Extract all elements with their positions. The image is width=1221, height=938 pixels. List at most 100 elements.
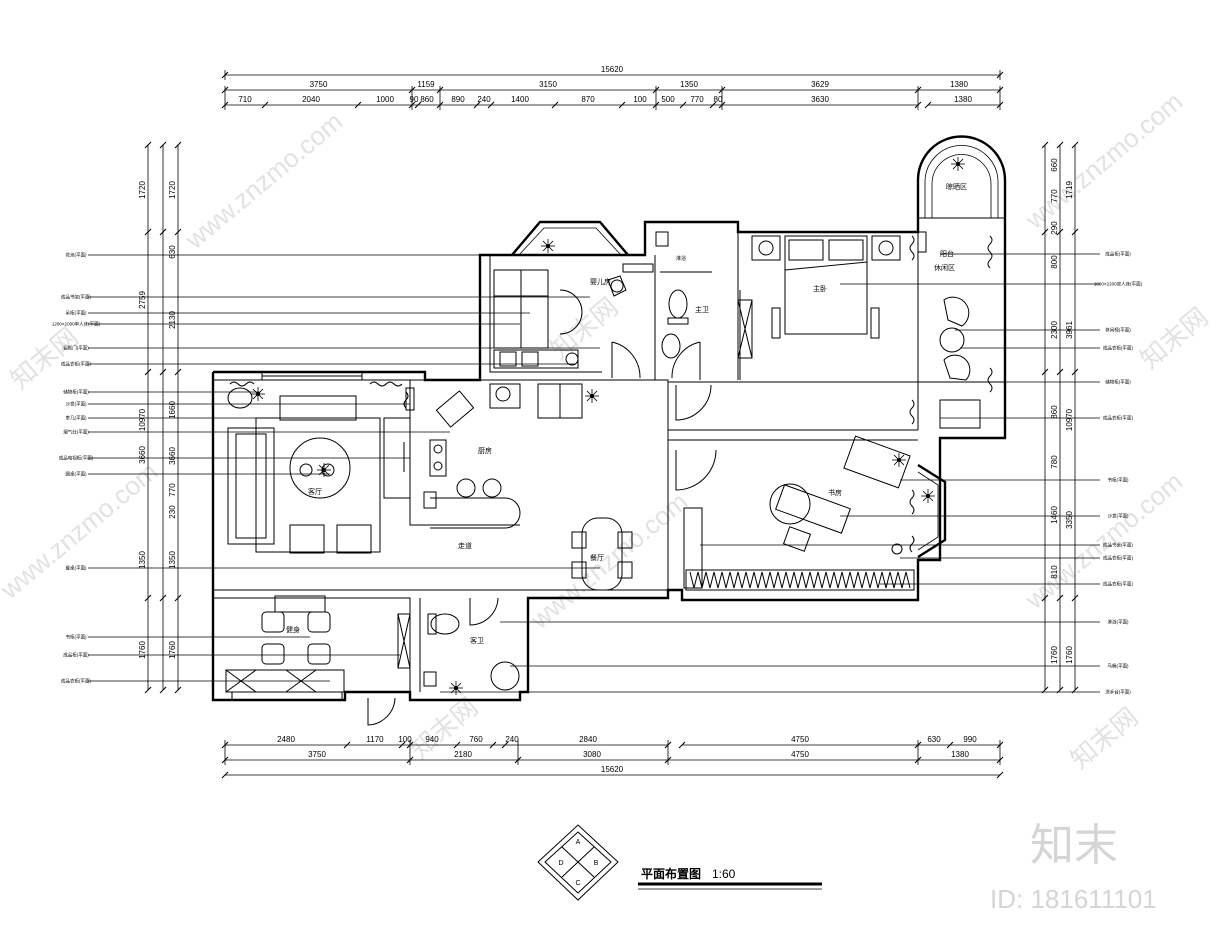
dim-bottom-row2: 2180 [454,750,472,759]
dim-top-row2: 1380 [954,95,972,104]
compass-symbol: A B C D [537,824,619,901]
left-callout-label: 成品柜(平面) [63,652,89,659]
dim-right-outer: 10970 [1065,408,1074,431]
left-callout-label: 花池(平面) [66,252,87,259]
left-callout-label: 1200×2000单人床(平面) [52,321,101,328]
dim-top-row1: 3629 [811,80,829,89]
dim-top-row2: 710 [238,95,252,104]
guest-bath-furniture [397,613,520,691]
master-bedroom-furniture [737,235,901,359]
drawing-title: 平面布置图 1:60 [638,866,822,890]
plant-icon [951,157,965,171]
door-arc [675,384,712,421]
balcony-arch [916,135,1007,219]
room-label-living: 客厅 [308,487,322,496]
dim-right-inner: 1460 [1050,506,1059,524]
partition [409,380,520,526]
watermark-text: www.znzmo.com [0,456,163,605]
dim-bottom-row1: 1170 [366,735,384,744]
dim-bottom-row1: 630 [927,735,941,744]
left-callout-label: 铝框门(平面) [63,345,89,352]
dim-bottom-row1: 240 [505,735,519,744]
dim-bottom-row1: 2840 [579,735,597,744]
baby-room-furniture [493,263,654,369]
room-label-sun-area: 晾晒区 [946,182,967,191]
dim-top-row2: 2040 [302,95,320,104]
dim-top-row2: 860 [420,95,434,104]
dim-bottom-row1: 940 [425,735,439,744]
dim-right-outer: 1760 [1065,646,1074,664]
room-label-fitness: 健身 [286,625,300,634]
watermark-text: 知末网 [1065,701,1144,774]
right-callout-label: 成品书桌(平面) [1103,542,1133,549]
curtains [229,235,993,553]
dim-bottom-row2: 3080 [583,750,601,759]
room-labels: 婴儿房 主卫 主卧 阳台 休闲区 晾晒区 厨房 客厅 走道 餐厅 书房 客卫 健… [286,182,967,645]
plant-icon [585,389,599,403]
title-text: 平面布置图 [641,866,701,881]
partition [480,379,669,598]
scale-text: 1:60 [712,867,736,881]
dim-top-row1: 1380 [950,80,968,89]
brand-id-text: ID: 181611101 [990,884,1157,914]
dim-right-inner: 800 [1050,255,1059,269]
dim-right-inner: 780 [1050,455,1059,469]
study-furniture [683,435,915,591]
room-label-baby: 婴儿房 [590,277,611,286]
left-callout-label: 餐桌(平面) [66,565,87,572]
left-callout-label: 成品电视柜(平面) [59,455,94,462]
top-wall [213,218,920,382]
brand-watermark: 知末 ID: 181611101 [990,821,1157,914]
dim-left-inner: 770 [168,483,177,497]
left-callout-label: 茶几(平面) [66,415,87,422]
dim-top-row1: 3750 [310,80,328,89]
dim-top-row2: 100 [633,95,647,104]
doors [367,290,741,726]
door-arc [611,341,641,379]
watermark-text: www.znzmo.com [1019,466,1188,615]
dim-left-inner: 1760 [168,641,177,659]
dim-top-row2: 770 [690,95,704,104]
compass-c: C [575,880,580,887]
watermark-layer: www.znzmo.com www.znzmo.com www.znzmo.co… [0,86,1214,774]
right-callout-label: 淋浴(平面) [1108,619,1129,626]
master-bath-furniture [655,231,712,359]
dim-top-row2: 80 [714,95,723,104]
dim-top-row2: 870 [581,95,595,104]
dim-right-inner: 770 [1050,189,1059,203]
dim-top-row2: 3630 [811,95,829,104]
dim-bottom-row2: 4750 [791,750,809,759]
dim-bottom-row1: 4750 [791,735,809,744]
room-label-balcony: 阳台 [940,249,954,258]
left-callout-label: 沙发(平面) [66,401,87,408]
right-callout-label: 成品柜(平面) [1105,251,1131,258]
door-arc [367,697,396,726]
dim-bottom-row1: 100 [398,735,412,744]
fitness-furniture [225,595,345,693]
dim-left-inner: 1350 [168,551,177,569]
dim-bottom-row1: 760 [469,735,483,744]
room-label-corridor: 走道 [458,541,472,550]
left-callout-label: 吊柜(平面) [66,310,87,317]
dim-left-inner: 1660 [168,401,177,419]
dim-left-inner: 630 [168,245,177,259]
plants [251,157,965,695]
left-callout-label: 成品书架(平面) [61,294,91,301]
dim-left-outer: 1350 [138,551,147,569]
windows [231,231,927,701]
dim-top-row2: 890 [451,95,465,104]
dim-right-outer: 3350 [1065,511,1074,529]
dim-right-inner: 660 [1050,158,1059,172]
brand-logo-text: 知末 [1030,821,1118,870]
room-label-master-bath: 主卫 [695,305,709,314]
room-label-master-bedroom: 主卧 [813,284,827,293]
plant-icon [541,239,555,253]
plant-icon [317,463,331,477]
right-callout-label: 成品衣柜(平面) [1103,415,1133,422]
bay-window-kitchen [511,220,629,256]
dim-left-inner: 230 [168,505,177,519]
compass-a: A [576,839,581,846]
right-callout-label: 1800×2200双人床(平面) [1094,281,1143,288]
